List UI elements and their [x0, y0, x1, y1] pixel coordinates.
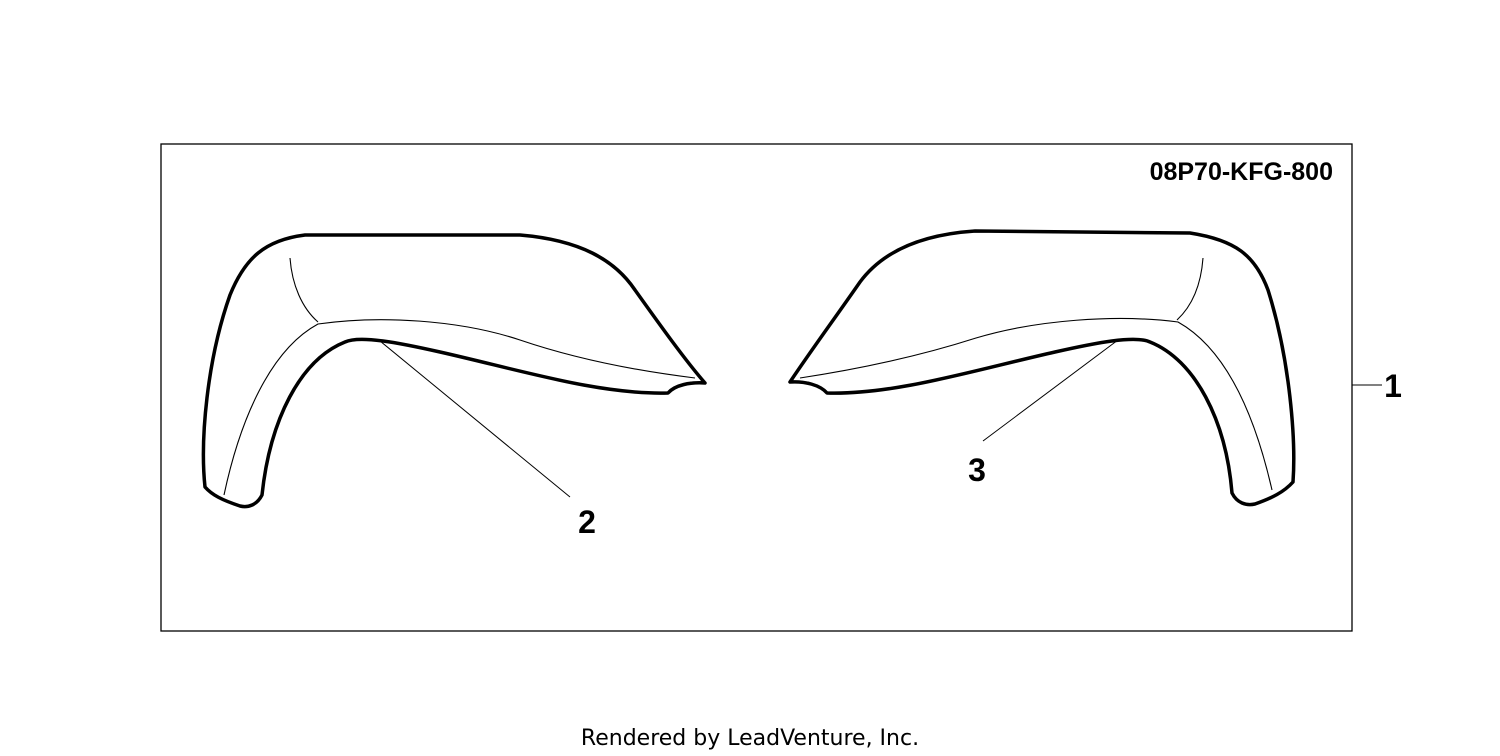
right-fender-trim-line — [799, 317, 1273, 491]
callout-2[interactable]: 2 — [578, 504, 596, 540]
kit-frame — [160, 143, 1353, 632]
leader-line-2 — [379, 340, 571, 498]
left-fender-trim-line — [223, 319, 696, 496]
left-fender-crease — [289, 257, 319, 323]
right-fender-outline — [788, 229, 1296, 507]
render-credit: Rendered by LeadVenture, Inc. — [581, 726, 919, 751]
left-fender[interactable] — [201, 233, 707, 509]
callout-3[interactable]: 3 — [968, 452, 986, 488]
right-fender-crease — [1176, 257, 1204, 321]
right-fender[interactable] — [788, 229, 1296, 507]
kit-part-number: 08P70-KFG-800 — [1150, 158, 1333, 186]
left-fender-outline — [201, 233, 707, 509]
callout-1[interactable]: 1 — [1384, 368, 1402, 404]
leader-line-3 — [982, 339, 1119, 442]
